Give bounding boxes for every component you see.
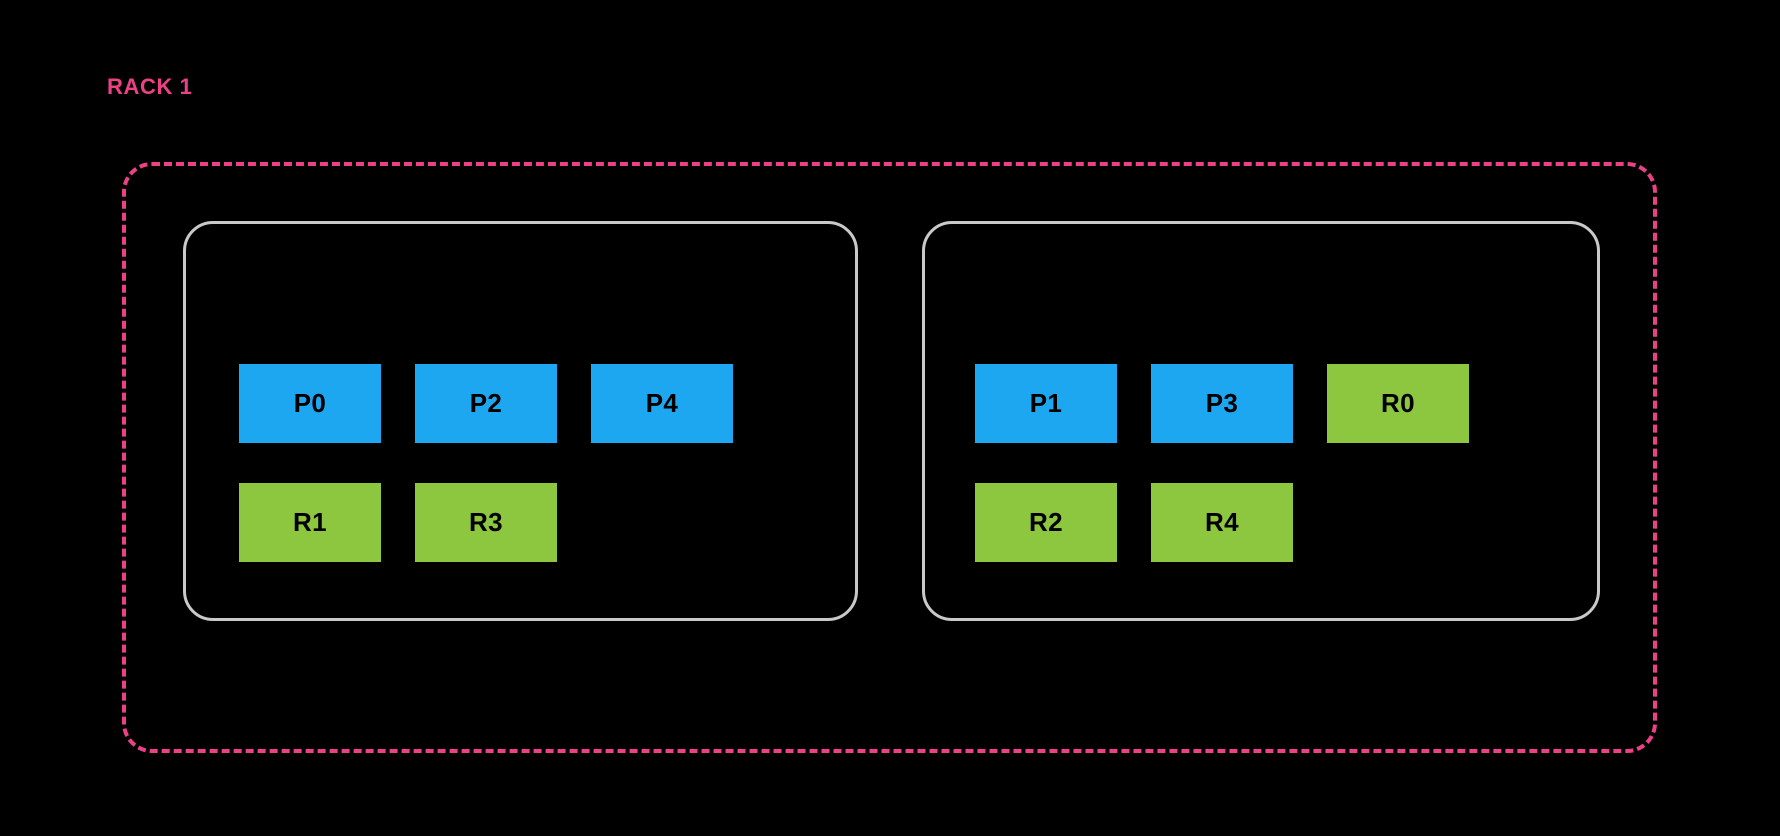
shard-box-p0: P0 (239, 364, 381, 443)
rack-boundary-dashed-rectangle (122, 162, 1657, 753)
shard-box-r1: R1 (239, 483, 381, 562)
shard-box-r2: R2 (975, 483, 1117, 562)
shard-box-r4: R4 (1151, 483, 1293, 562)
shard-box-r3: R3 (415, 483, 557, 562)
shard-box-p1: P1 (975, 364, 1117, 443)
shard-box-r0: R0 (1327, 364, 1469, 443)
node-panel-1 (922, 221, 1600, 621)
shard-box-p2: P2 (415, 364, 557, 443)
shard-box-p3: P3 (1151, 364, 1293, 443)
shard-box-p4: P4 (591, 364, 733, 443)
rack-label: RACK 1 (107, 74, 193, 99)
node-panel-0 (183, 221, 858, 621)
